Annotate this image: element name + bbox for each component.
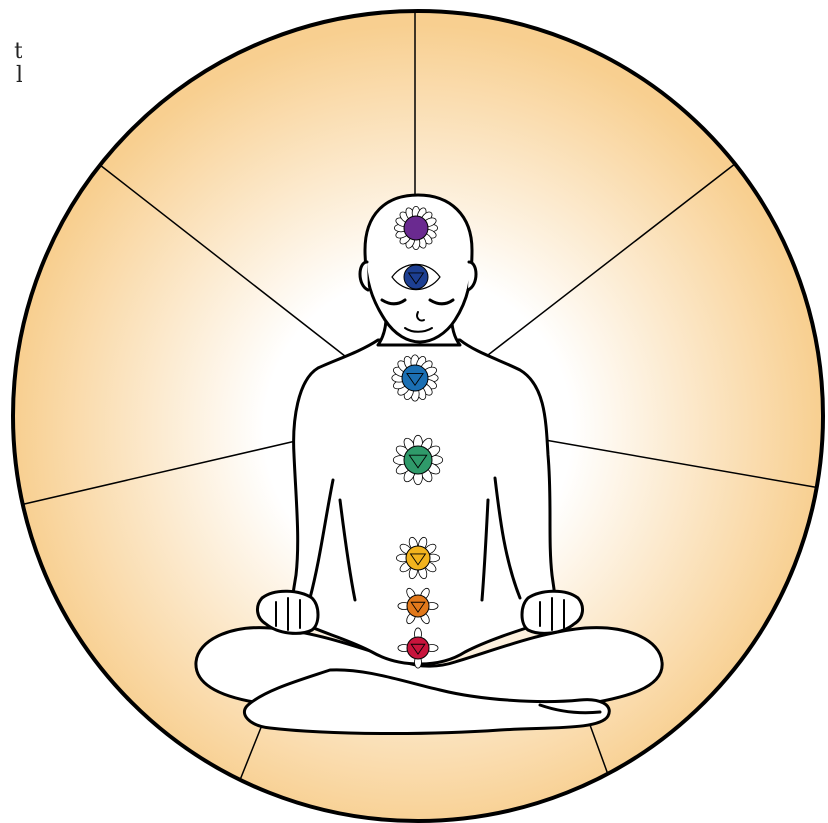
chakra-throat-icon (392, 355, 438, 401)
chakra-crown-icon (394, 206, 437, 249)
